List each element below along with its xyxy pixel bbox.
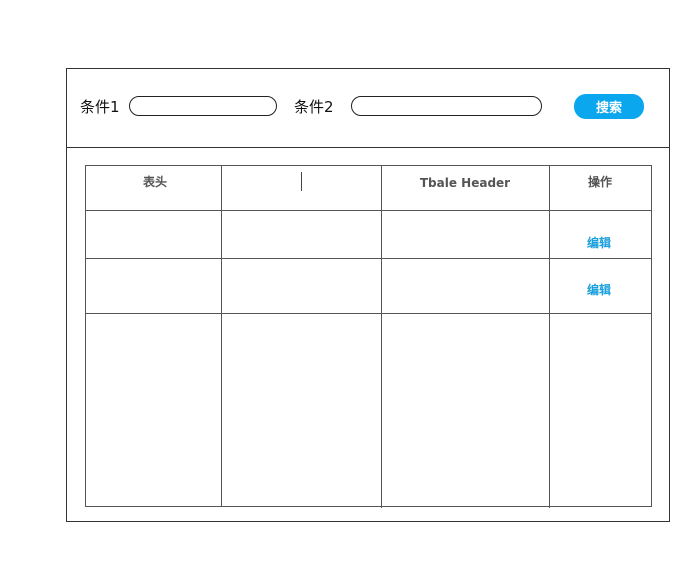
- column-header-actions: 操作: [587, 175, 612, 189]
- search-button[interactable]: 搜索: [574, 94, 644, 119]
- edit-link[interactable]: 编辑: [587, 236, 612, 250]
- column-separator: [221, 165, 222, 507]
- text-cursor: [301, 172, 302, 191]
- column-separator: [381, 165, 382, 508]
- condition1-input[interactable]: [129, 96, 277, 116]
- condition2-input[interactable]: [351, 96, 542, 116]
- search-bar: 条件1 条件2 搜索: [67, 69, 669, 148]
- table-border-bottom: [85, 506, 652, 507]
- column-separator: [549, 165, 550, 508]
- header-separator: [85, 210, 652, 211]
- condition2-label: 条件2: [294, 98, 334, 116]
- column-header: Tbale Header: [419, 176, 511, 190]
- table-border-top: [85, 165, 652, 166]
- condition1-label: 条件1: [80, 98, 120, 116]
- main-panel: 条件1 条件2 搜索: [66, 68, 670, 522]
- column-header: 表头: [142, 175, 167, 189]
- table-border-right: [651, 165, 652, 507]
- row-separator: [85, 313, 652, 314]
- table-border-left: [85, 165, 86, 507]
- edit-link[interactable]: 编辑: [587, 283, 612, 297]
- row-separator: [85, 258, 652, 259]
